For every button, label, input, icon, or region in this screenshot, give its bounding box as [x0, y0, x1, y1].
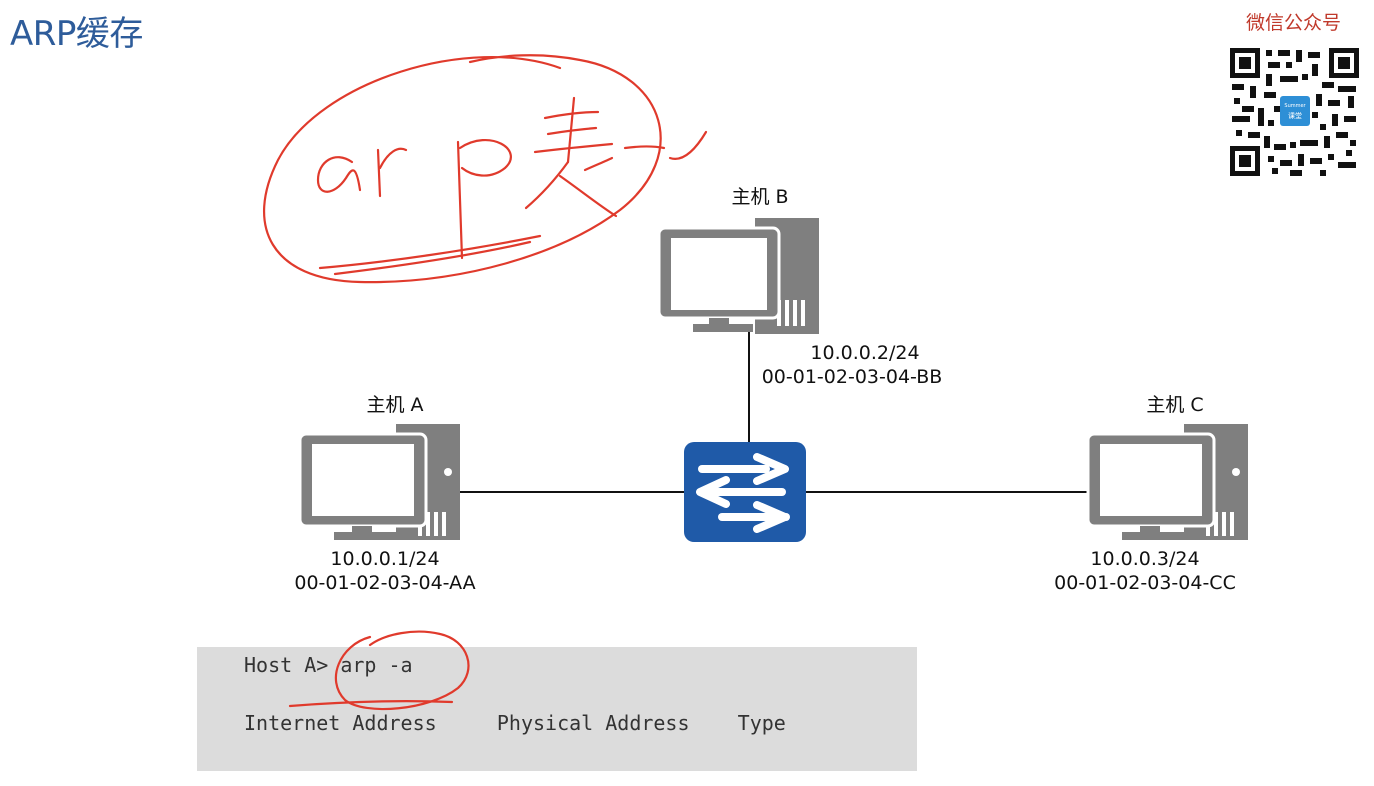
host-a-name: 主机 A	[366, 394, 424, 416]
terminal-header: Internet Address Physical Address Type	[244, 711, 786, 735]
terminal-output: Host A> arp -a Internet Address Physical…	[197, 647, 917, 771]
wechat-label: 微信公众号	[1246, 12, 1342, 34]
computer-icon	[1086, 424, 1248, 540]
computer-icon	[298, 424, 460, 540]
host-a-ip: 10.0.0.1/24	[330, 548, 440, 570]
host-b-name: 主机 B	[731, 186, 789, 208]
qr-logo-text: 课堂	[1288, 111, 1302, 120]
host-b-mac: 00-01-02-03-04-BB	[761, 366, 943, 388]
host-a-mac: 00-01-02-03-04-AA	[294, 572, 476, 594]
qr-code: Summer 课堂	[1228, 46, 1361, 178]
qr-logo-text: Summer	[1284, 103, 1306, 109]
host-b-ip: 10.0.0.2/24	[810, 342, 920, 364]
computer-icon	[657, 218, 819, 334]
host-c-mac: 00-01-02-03-04-CC	[1054, 572, 1236, 594]
terminal-command: Host A> arp -a	[244, 653, 413, 677]
page-title: ARP缓存	[10, 14, 143, 54]
host-c-ip: 10.0.0.3/24	[1090, 548, 1200, 570]
switch-icon	[684, 442, 806, 542]
host-c-name: 主机 C	[1146, 394, 1204, 416]
